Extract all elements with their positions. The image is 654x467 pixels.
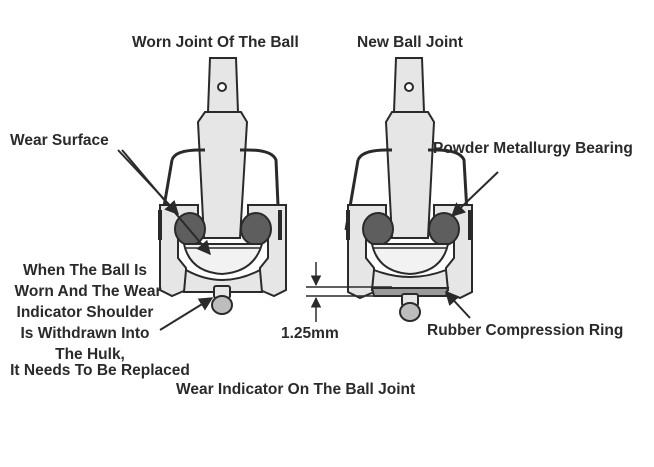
powder-bearing-arrow — [450, 171, 499, 217]
worn-boot — [170, 148, 281, 229]
when-line-2: Worn And The Wear — [14, 283, 162, 300]
wear-surface-arrow-2 — [121, 149, 211, 256]
worn-joint-illustration — [158, 57, 287, 315]
worn-stud-hole — [217, 82, 227, 92]
new-bearing-left — [362, 212, 394, 246]
wear-surface-label: Wear Surface — [10, 132, 109, 149]
rubber-ring-label: Rubber Compression Ring — [427, 322, 624, 339]
new-bearing-right — [428, 212, 460, 246]
when-line-1: When The Ball Is — [22, 262, 147, 279]
new-boot — [356, 148, 470, 231]
powder-bearing-label: Powder Metallurgy Bearing — [433, 140, 633, 157]
worn-housing — [159, 204, 199, 298]
when-line-5: The Hulk, — [55, 346, 125, 363]
new-joint-illustration — [344, 57, 473, 322]
shoulder-arrow — [159, 297, 214, 331]
new-housing-right — [433, 204, 473, 300]
worn-lower-housing — [182, 268, 264, 293]
new-stud-taper — [384, 111, 436, 239]
new-indicator-shoulder — [399, 302, 421, 322]
measurement-marker — [306, 262, 392, 322]
when-line-6: It Needs To Be Replaced — [10, 362, 190, 379]
when-line-3: Indicator Shoulder — [16, 304, 154, 321]
when-line-4: Is Withdrawn Into — [20, 325, 150, 342]
rubber-ring-arrow — [445, 290, 471, 319]
new-housing — [347, 204, 387, 300]
worn-bearing-right — [240, 212, 272, 246]
worn-housing-right — [247, 204, 287, 298]
worn-stud-taper — [196, 111, 249, 239]
new-stud-hole — [404, 82, 414, 92]
new-lower-housing — [370, 268, 450, 291]
new-joint-title: New Ball Joint — [357, 34, 463, 51]
leader-lines — [117, 149, 499, 331]
worn-joint-title: Worn Joint Of The Ball — [132, 34, 299, 51]
wear-indicator-caption: Wear Indicator On The Ball Joint — [176, 381, 416, 398]
measurement-label: 1.25mm — [281, 325, 339, 342]
new-ball — [370, 243, 450, 276]
worn-indicator-shoulder — [211, 295, 233, 315]
